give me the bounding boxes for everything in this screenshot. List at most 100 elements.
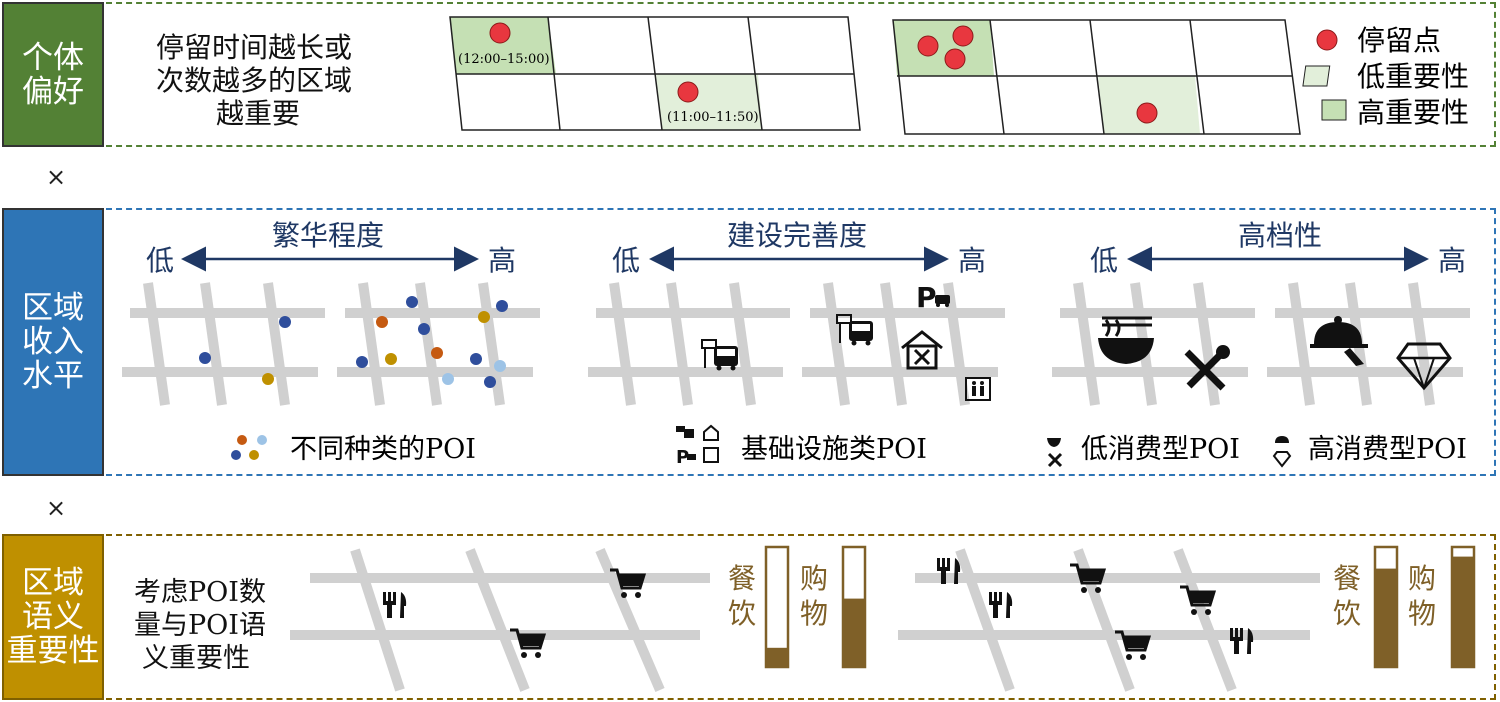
multiply-symbol-1: × (46, 163, 67, 191)
legend-poi-dot (257, 435, 267, 445)
time-label-b: (11:00–11:50) (667, 110, 759, 125)
row2-label: 区域 收入 水平 (2, 208, 104, 476)
importance-bars (764, 545, 1476, 669)
fork-knife-icon (383, 592, 407, 618)
bar-label-shopping-2-char2: 物 (1408, 597, 1436, 630)
group1-high: 高 (488, 244, 516, 277)
fork-knife-icon (989, 592, 1013, 618)
row2-panel (106, 208, 1496, 476)
poi-dot (376, 316, 388, 328)
poi-dot (484, 376, 496, 388)
bar-label-dining-2-char1: 餐 (1333, 562, 1361, 595)
legend-poi-dot (237, 435, 247, 445)
bar-label-shopping-1-char2: 物 (800, 597, 828, 630)
grid-left-vline-3 (747, 16, 763, 131)
poi-dot (431, 347, 443, 359)
legend-high-importance-label: 高重要性 (1357, 96, 1469, 129)
bar-label-dining-1-char2: 饮 (728, 597, 756, 630)
row1-desc-line-1: 停留时间越长或 (156, 31, 353, 64)
group2-high: 高 (958, 244, 986, 277)
legend-high-importance-swatch (1321, 99, 1347, 121)
legend-low-importance-swatch (1302, 65, 1331, 87)
legend-poi-types: 不同种类的POI (290, 434, 476, 465)
bar-label-dining-1-char1: 餐 (728, 562, 756, 595)
row3-panel: 考虑POI数 量与POI语 义重要性 (106, 534, 1496, 700)
bar-fill (1375, 568, 1397, 667)
grid-right-vline-3 (1189, 19, 1205, 135)
parking-icon: P (916, 281, 950, 314)
legend-low-importance-label: 低重要性 (1357, 60, 1469, 93)
bus-stop-icon (701, 339, 738, 371)
legend-low-consumption-icon (1047, 438, 1063, 468)
row3-label-text: 区域 语义 重要性 (6, 565, 100, 669)
grid-right-outline (892, 19, 1301, 135)
group3-low: 低 (1090, 244, 1118, 277)
svg-text:P: P (676, 447, 689, 468)
shopping-cart-icon (510, 628, 547, 658)
multiply-symbol-2: × (46, 494, 67, 522)
fork-knife-icon (1230, 628, 1254, 654)
poi-dot (496, 300, 508, 312)
shopping-cart-icon (1070, 563, 1107, 593)
legend-infrastructure-poi: 基础设施类POI (741, 434, 927, 465)
shopping-cart-icon (610, 568, 647, 598)
row3-label: 区域 语义 重要性 (2, 534, 104, 700)
poi-dot (199, 352, 211, 364)
shopping-cart-icon (1115, 630, 1152, 660)
stay-point (677, 81, 699, 103)
stay-point (489, 22, 511, 44)
poi-dot (442, 373, 454, 385)
poi-dot (470, 353, 482, 365)
bar-fill (1452, 556, 1474, 667)
legend-infrastructure-icon: P (676, 424, 719, 468)
row1-label: 个体 偏好 (2, 2, 104, 147)
bus-stop-icon (836, 314, 873, 346)
row1-panel: 停留时间越长或 次数越多的区域 越重要 (106, 2, 1496, 147)
grid-left-outline (449, 16, 861, 131)
poi-dot (494, 360, 506, 372)
row1-desc-line-2: 次数越多的区域 (156, 64, 353, 97)
legend-stay-point-label: 停留点 (1357, 24, 1441, 57)
grid-left-vline-2 (647, 16, 663, 131)
bar-fill (843, 598, 865, 667)
row1-desc-line-3: 越重要 (216, 97, 301, 130)
fork-knife-icon (937, 558, 961, 584)
row2-label-text: 区域 收入 水平 (22, 290, 84, 394)
time-label-a: (12:00–15:00) (458, 52, 550, 67)
poi-dot (279, 316, 291, 328)
poi-dot (418, 323, 430, 335)
repair-shop-icon (901, 330, 943, 370)
legend-low-consumption-poi: 低消费型POI (1081, 434, 1240, 465)
poi-dot (406, 296, 418, 308)
stay-point (952, 25, 974, 47)
row3-desc-line-2: 量与POI语 (134, 610, 266, 641)
stay-point (944, 48, 966, 70)
stay-point (917, 35, 939, 57)
stay-point (1136, 102, 1158, 124)
group2-low: 低 (612, 244, 640, 277)
shopping-cart-icon (1180, 585, 1217, 615)
restroom-icon (965, 377, 991, 401)
row1-label-text: 个体 偏好 (22, 39, 84, 110)
grid-left-vline-1 (547, 16, 561, 131)
grid-right (892, 19, 1301, 135)
noodle-bowl-icon (1098, 316, 1154, 364)
diamond-icon (1396, 342, 1452, 391)
grid-right-vline-2 (1089, 19, 1105, 135)
legend-poi-dot (249, 450, 259, 460)
cell-high-left (450, 17, 556, 74)
group3-high: 高 (1438, 244, 1466, 277)
grid-right-vline-1 (989, 19, 1005, 135)
poi-dot (356, 356, 368, 368)
bar-fill (766, 647, 788, 667)
grid-left: (12:00–15:00) (11:00–11:50) (449, 16, 861, 131)
legend-high-consumption-icon (1272, 436, 1292, 468)
poi-dot (385, 353, 397, 365)
poi-dot (478, 311, 490, 323)
wrench-screwdriver-icon (1184, 345, 1230, 391)
bar-label-dining-2-char2: 饮 (1333, 597, 1361, 630)
row1-legend: 停留点 低重要性 高重要性 (1302, 24, 1469, 129)
